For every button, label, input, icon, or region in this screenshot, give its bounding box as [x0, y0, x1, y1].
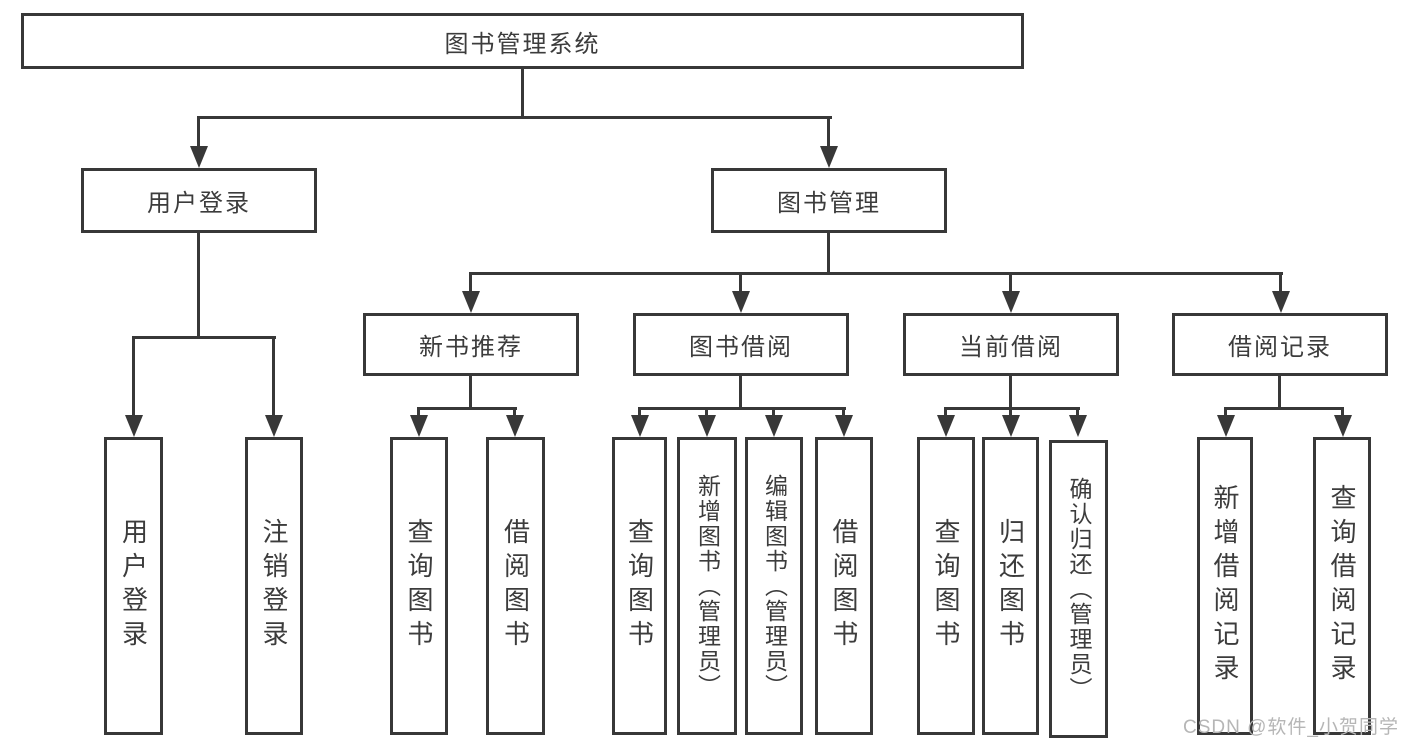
connector-level3-shaft [469, 272, 472, 293]
connector-login-drop [197, 233, 200, 338]
connector-leaf-shaft [513, 407, 516, 419]
connector-root-drop [521, 69, 524, 118]
arrow-down-icon [125, 415, 143, 437]
connector-group-drop [1009, 376, 1012, 409]
connector-group-drop [1278, 376, 1281, 409]
connector-level3-shaft [1279, 272, 1282, 293]
node-root-label: 图书管理系统 [444, 30, 601, 58]
leaf-query-books-recommend-label: 查询图书 [404, 518, 434, 654]
connector-group-bar [417, 407, 517, 410]
connector-group-bar [638, 407, 846, 410]
connector-login-bar [132, 336, 276, 339]
connector-leaf-shaft [417, 407, 420, 419]
leaf-query-books-borrow-label: 查询图书 [624, 518, 655, 654]
node-new-book-recommend: 新书推荐 [363, 313, 579, 376]
node-root: 图书管理系统 [21, 13, 1024, 69]
leaf-query-borrow-record: 查询借阅记录 [1313, 437, 1371, 735]
connector-leaf-shaft [1076, 407, 1079, 419]
leaf-query-books-current: 查询图书 [917, 437, 975, 735]
leaf-confirm-return-admin-label: 确认归还（管理员） [1066, 476, 1092, 702]
node-book-borrow-label: 图书借阅 [689, 334, 793, 361]
leaf-user-login: 用户登录 [104, 437, 163, 735]
arrow-down-icon [765, 415, 783, 437]
leaf-add-borrow-record-label: 新增借阅记录 [1210, 484, 1240, 688]
leaf-return-book-label: 归还图书 [995, 518, 1026, 654]
leaf-user-login-label: 用户登录 [118, 518, 149, 654]
leaf-logout: 注销登录 [245, 437, 303, 735]
leaf-return-book: 归还图书 [982, 437, 1039, 735]
leaf-add-book-admin: 新增图书（管理员） [677, 437, 737, 735]
connector-leaf-shaft [638, 407, 641, 419]
node-borrow-records: 借阅记录 [1172, 313, 1388, 376]
leaf-query-books-borrow: 查询图书 [612, 437, 667, 735]
connector-leaf-shaft [272, 336, 275, 417]
leaf-edit-book-admin-label: 编辑图书（管理员） [761, 473, 788, 699]
node-book-management-label: 图书管理 [777, 190, 881, 217]
connector-leaf-shaft [705, 407, 708, 419]
connector-group-drop [469, 376, 472, 409]
arrow-down-icon [820, 146, 838, 168]
arrow-down-icon [1002, 291, 1020, 313]
leaf-query-books-recommend: 查询图书 [390, 437, 448, 735]
connector-group-bar [1224, 407, 1344, 410]
leaf-add-borrow-record: 新增借阅记录 [1197, 437, 1253, 735]
connector-level3-shaft [1009, 272, 1012, 293]
leaf-logout-label: 注销登录 [259, 518, 289, 654]
arrow-down-icon [835, 415, 853, 437]
leaf-borrow-books-recommend: 借阅图书 [486, 437, 545, 735]
node-current-borrow: 当前借阅 [903, 313, 1119, 376]
csdn-watermark: CSDN @软件_小贺同学 [1183, 717, 1399, 738]
connector-leaf-shaft [1009, 407, 1012, 419]
connector-group-drop [739, 376, 742, 409]
arrow-down-icon [1217, 415, 1235, 437]
leaf-query-borrow-record-label: 查询借阅记录 [1327, 484, 1357, 688]
arrow-down-icon [506, 415, 524, 437]
node-user-login-label: 用户登录 [147, 190, 251, 217]
connector-leaf-shaft [1341, 407, 1344, 419]
node-user-login: 用户登录 [81, 168, 317, 233]
node-borrow-records-label: 借阅记录 [1228, 334, 1332, 361]
node-book-management: 图书管理 [711, 168, 947, 233]
arrow-down-icon [1334, 415, 1352, 437]
leaf-borrow-books-label: 借阅图书 [829, 518, 859, 654]
connector-leaf-shaft [944, 407, 947, 419]
connector-leaf-shaft [1224, 407, 1227, 419]
arrow-down-icon [732, 291, 750, 313]
leaf-edit-book-admin: 编辑图书（管理员） [745, 437, 803, 735]
connector-level3-bar [469, 272, 1283, 275]
leaf-query-books-current-label: 查询图书 [931, 518, 961, 654]
connector-leaf-shaft [772, 407, 775, 419]
arrow-down-icon [410, 415, 428, 437]
node-new-book-recommend-label: 新书推荐 [419, 334, 523, 361]
connector-group-bar [944, 407, 1080, 410]
arrow-down-icon [631, 415, 649, 437]
arrow-down-icon [462, 291, 480, 313]
leaf-confirm-return-admin: 确认归还（管理员） [1049, 440, 1108, 738]
node-current-borrow-label: 当前借阅 [959, 334, 1063, 361]
arrow-down-icon [698, 415, 716, 437]
connector-leaf-shaft [132, 336, 135, 417]
leaf-borrow-books-recommend-label: 借阅图书 [500, 518, 531, 654]
arrow-down-icon [1002, 415, 1020, 437]
leaf-borrow-books: 借阅图书 [815, 437, 873, 735]
arrow-down-icon [190, 146, 208, 168]
connector-level3-shaft [739, 272, 742, 293]
arrow-down-icon [937, 415, 955, 437]
connector-book-mgmt-shaft [827, 116, 830, 149]
connector-mgmt-drop [827, 233, 830, 274]
arrow-down-icon [1069, 415, 1087, 437]
connector-level2-bar [197, 116, 832, 119]
node-book-borrow: 图书借阅 [633, 313, 849, 376]
arrow-down-icon [265, 415, 283, 437]
connector-user-login-shaft [197, 116, 200, 149]
arrow-down-icon [1272, 291, 1290, 313]
connector-leaf-shaft [842, 407, 845, 419]
leaf-add-book-admin-label: 新增图书（管理员） [694, 473, 721, 699]
